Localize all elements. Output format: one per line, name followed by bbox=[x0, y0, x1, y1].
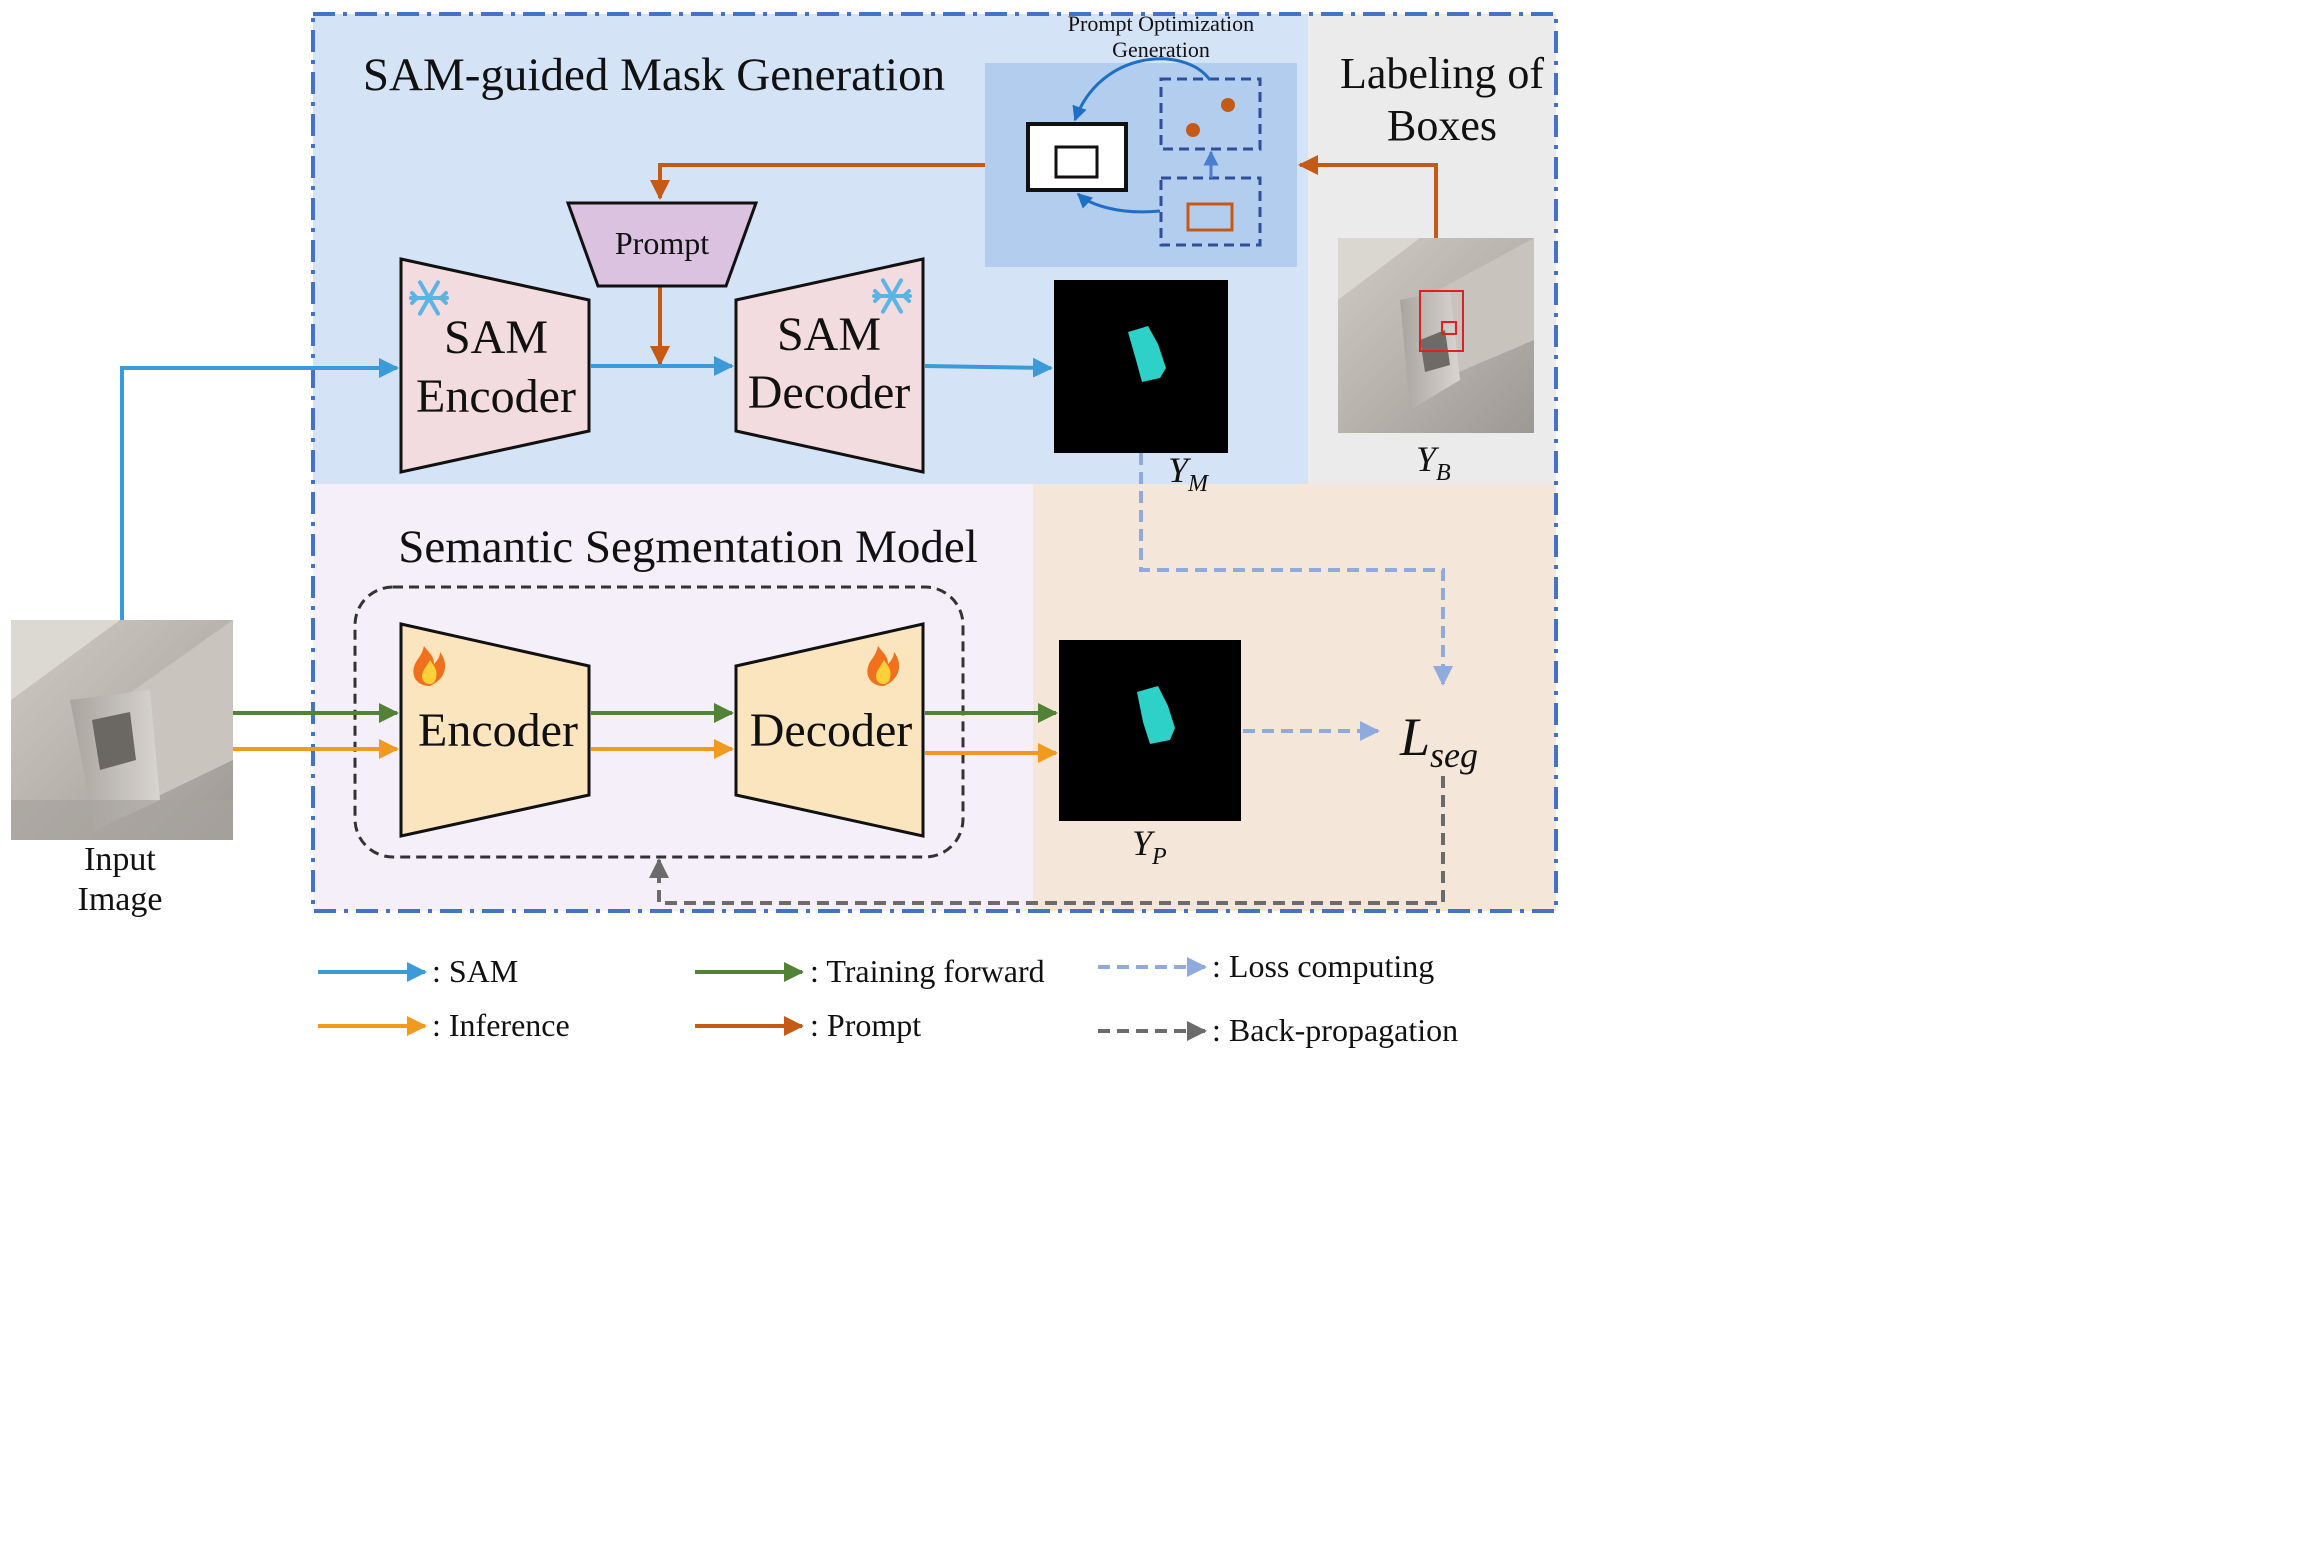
fire-icon bbox=[867, 646, 900, 686]
box-to-image-arrow bbox=[1076, 192, 1161, 214]
labeling-title-line2: Boxes bbox=[1387, 101, 1497, 150]
prompt-block-label: Prompt bbox=[615, 225, 709, 261]
box-prompt-rect bbox=[1186, 202, 1234, 232]
sam-encoder-label-line1: SAM bbox=[444, 311, 548, 364]
snowflake-icon bbox=[872, 278, 912, 314]
labels-to-panel-arrow bbox=[1298, 155, 1438, 238]
panel-to-prompt-arrow bbox=[650, 163, 985, 200]
input-image-label-line2: Image bbox=[78, 881, 163, 918]
image-frame-icon bbox=[1026, 122, 1128, 192]
outer-border bbox=[311, 12, 1558, 913]
snowflake-icon bbox=[409, 280, 449, 316]
labeling-title-line1: Labeling of bbox=[1340, 49, 1544, 98]
seg-encoder-label: Encoder bbox=[418, 704, 578, 757]
sam-decoder-block bbox=[734, 257, 925, 474]
point-prompt-dot bbox=[1221, 98, 1235, 112]
loss-label: Lseg bbox=[1399, 707, 1478, 775]
points-to-image-arrow bbox=[1072, 57, 1212, 122]
prediction-region bbox=[1137, 686, 1175, 744]
legend-loss-label: : Loss computing bbox=[1212, 948, 1434, 984]
input-image bbox=[11, 620, 233, 840]
point-prompt-dot bbox=[1186, 123, 1200, 137]
seg-decoder-label: Decoder bbox=[750, 704, 913, 757]
legend-sam-label: : SAM bbox=[432, 953, 518, 989]
legend-training-label: : Training forward bbox=[810, 953, 1045, 989]
ym-label: YM bbox=[1168, 450, 1210, 497]
seg-section-title: Semantic Segmentation Model bbox=[398, 521, 978, 573]
yb-label: YB bbox=[1416, 439, 1451, 486]
backprop-arrow bbox=[649, 776, 1445, 905]
mask-to-loss-arrow bbox=[1139, 453, 1453, 686]
legend-backprop-label: : Back-propagation bbox=[1212, 1012, 1458, 1048]
sam-decoder-label-line2: Decoder bbox=[748, 366, 911, 419]
legend-inference-label: : Inference bbox=[432, 1007, 570, 1043]
input-to-sam-arrow bbox=[120, 358, 399, 620]
yp-label: YP bbox=[1132, 823, 1167, 870]
fire-icon bbox=[413, 646, 446, 686]
prompt-opt-label-line1: Prompt Optimization bbox=[1068, 11, 1254, 36]
inner-box-icon bbox=[1054, 145, 1099, 179]
input-image-label-line1: Input bbox=[84, 841, 156, 878]
seg-model-container bbox=[353, 585, 965, 859]
sam-encoder-block bbox=[399, 257, 591, 474]
legend-prompt-label: : Prompt bbox=[810, 1007, 921, 1043]
sam-encoder-label-line2: Encoder bbox=[416, 370, 576, 423]
mask-region bbox=[1128, 326, 1166, 382]
sam-decoder-label-line1: SAM bbox=[777, 308, 881, 361]
seg-encoder-block bbox=[399, 622, 591, 838]
sam-section-title: SAM-guided Mask Generation bbox=[363, 49, 945, 101]
legend: : SAM : Training forward : Loss computin… bbox=[318, 948, 1458, 1048]
box-labeled-image bbox=[1338, 238, 1534, 433]
sam-decoder-to-mask-arrow bbox=[924, 357, 1053, 378]
prompt-block bbox=[565, 201, 759, 288]
